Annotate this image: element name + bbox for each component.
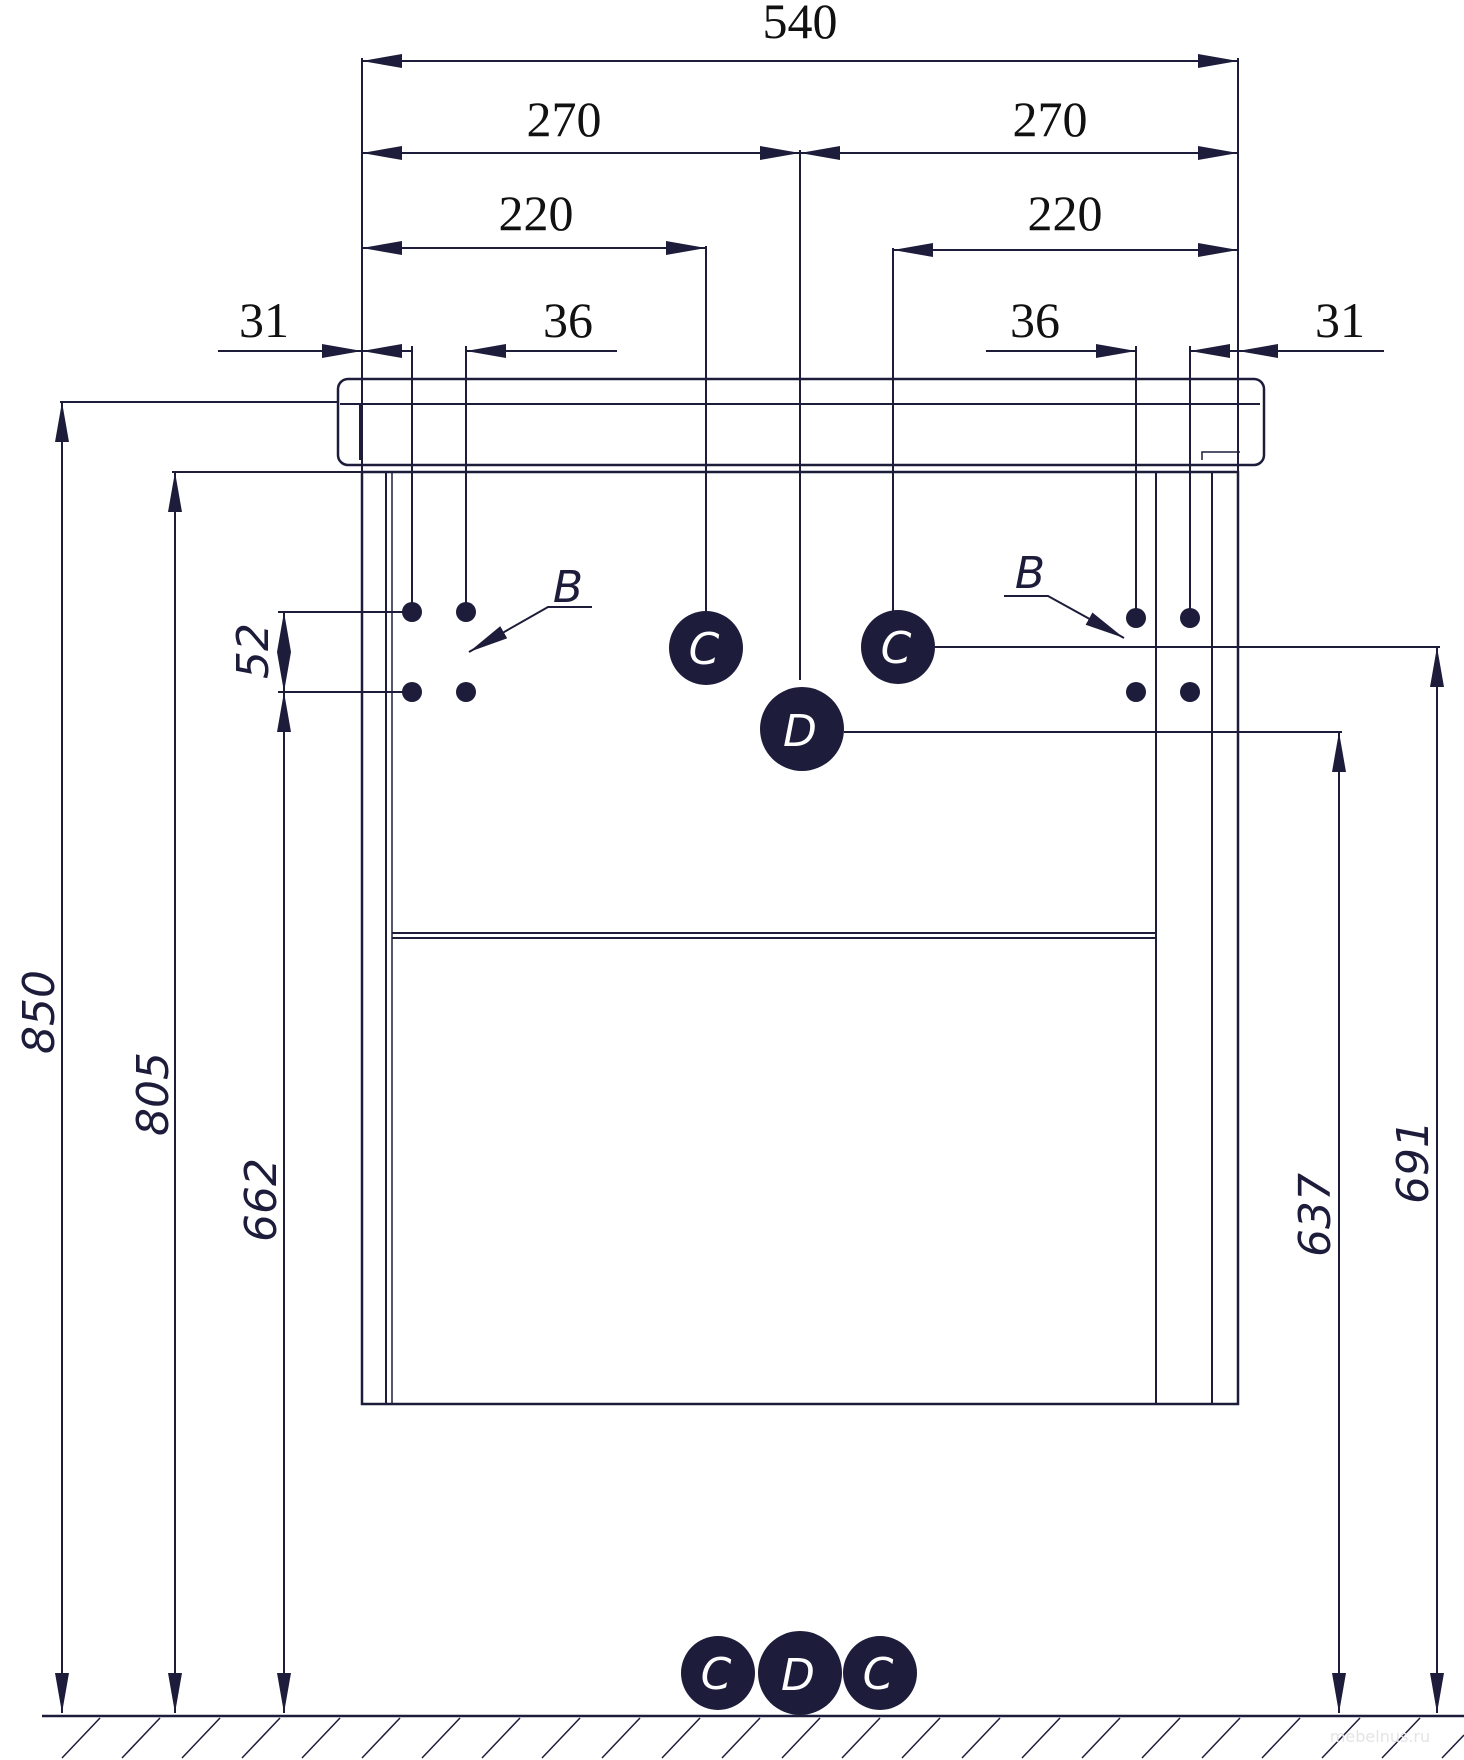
dim-label-220-left: 220 bbox=[499, 185, 574, 241]
dim-label-36-right: 36 bbox=[1010, 292, 1060, 348]
top-dimensions: 540 270 270 220 220 31 36 36 31 bbox=[218, 0, 1384, 680]
bolt-hole bbox=[1180, 608, 1200, 628]
bolt-hole bbox=[1126, 682, 1146, 702]
floor-badges: C D C bbox=[681, 1631, 917, 1715]
dim-label-637: 637 bbox=[1290, 1173, 1341, 1257]
floor-drain-badge-label: D bbox=[781, 1650, 815, 1701]
dim-label-850: 850 bbox=[14, 970, 65, 1054]
cold-water-badge-left-label: C bbox=[689, 624, 720, 675]
left-vertical-dimensions: 850 805 52 662 bbox=[14, 401, 412, 1713]
bolt-hole bbox=[456, 682, 476, 702]
hot-water-badge-right-label: C bbox=[881, 623, 912, 674]
dim-label-270-right: 270 bbox=[1013, 91, 1088, 147]
callout-label-b-left: B bbox=[553, 562, 583, 613]
floor-cold-water-badge-label: C bbox=[701, 1649, 732, 1700]
dim-label-540: 540 bbox=[763, 0, 838, 49]
connection-badges: C C D bbox=[669, 610, 935, 771]
callout-leader-b-left bbox=[468, 606, 592, 653]
dim-label-220-right: 220 bbox=[1028, 185, 1103, 241]
dim-label-36-left: 36 bbox=[543, 292, 593, 348]
bolt-hole bbox=[456, 602, 476, 622]
dim-label-270-left: 270 bbox=[527, 91, 602, 147]
drawer-divider bbox=[392, 932, 1156, 939]
floor-hot-water-badge-label: C bbox=[863, 1649, 894, 1700]
watermark: mebelnus.ru bbox=[1330, 1727, 1430, 1746]
dim-label-31-right: 31 bbox=[1315, 292, 1365, 348]
dim-label-52: 52 bbox=[228, 623, 279, 679]
drain-badge-label: D bbox=[783, 706, 817, 757]
floor-hatching bbox=[61, 1717, 1464, 1759]
floor-hot-water-badge bbox=[843, 1636, 917, 1710]
bolt-hole bbox=[1126, 608, 1146, 628]
floor-cold-water-badge bbox=[681, 1636, 755, 1710]
right-vertical-dimensions: 637 691 bbox=[844, 646, 1444, 1713]
countertop-notch bbox=[1201, 451, 1240, 460]
callout-label-b-right: B bbox=[1015, 548, 1045, 599]
dim-label-31-left: 31 bbox=[239, 292, 289, 348]
dim-label-691: 691 bbox=[1388, 1120, 1439, 1204]
floor: mebelnus.ru bbox=[42, 1714, 1464, 1759]
callout-leader-b-right bbox=[1004, 595, 1125, 639]
hot-water-badge-right bbox=[861, 610, 935, 684]
floor-drain-badge bbox=[758, 1631, 842, 1715]
drain-badge bbox=[760, 687, 844, 771]
cold-water-badge-left bbox=[669, 611, 743, 685]
mounting-bolts: B B bbox=[402, 548, 1200, 702]
bolt-hole bbox=[1180, 682, 1200, 702]
dim-label-662: 662 bbox=[236, 1158, 287, 1242]
dim-label-805: 805 bbox=[128, 1052, 179, 1136]
